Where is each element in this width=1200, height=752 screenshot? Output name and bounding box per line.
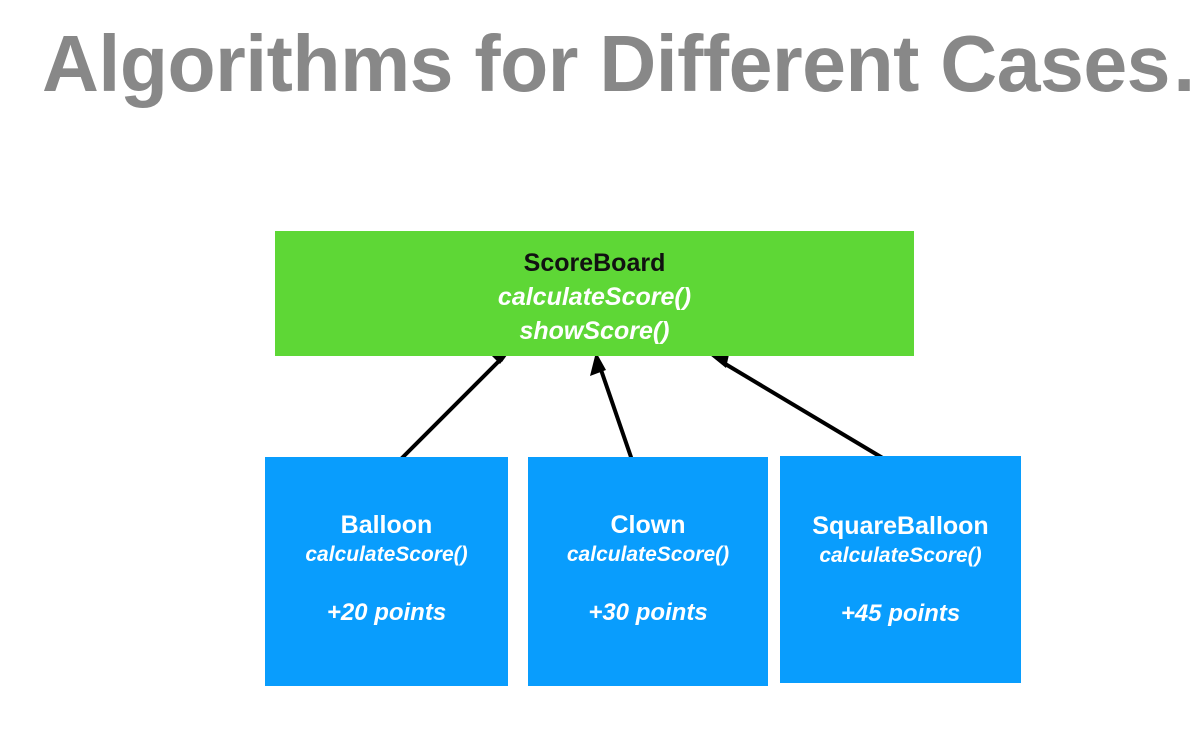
arrow-clown-to-scoreboard [590,352,634,461]
class-box-balloon[interactable]: Balloon calculateScore() +20 points [265,457,508,686]
class-points-squareballoon: +45 points [840,600,961,627]
arrow-squareballoon-to-scoreboard [710,350,888,462]
class-name-squareballoon: SquareBalloon [812,512,989,540]
class-name-balloon: Balloon [340,511,433,539]
spacer [265,568,508,598]
class-points-clown: +30 points [588,599,708,626]
class-method-squareballoon-calculatescore: calculateScore() [819,544,982,567]
class-box-squareballoon[interactable]: SquareBalloon calculateScore() +45 point… [780,456,1021,683]
class-name-scoreboard: ScoreBoard [523,249,666,277]
class-points-balloon: +20 points [326,599,447,626]
arrow-balloon-to-scoreboard [398,347,513,462]
spacer [780,569,1021,599]
class-method-clown-calculatescore: calculateScore() [566,543,730,566]
class-box-scoreboard[interactable]: ScoreBoard calculateScore() showScore() [275,231,914,356]
class-method-showscore: showScore() [519,317,670,345]
page-title: Algorithms for Different Cases… [42,19,1200,108]
class-method-balloon-calculatescore: calculateScore() [305,543,468,566]
spacer [528,568,768,598]
class-name-clown: Clown [610,511,686,539]
class-method-calculatescore: calculateScore() [497,283,692,311]
class-box-clown[interactable]: Clown calculateScore() +30 points [528,457,768,686]
